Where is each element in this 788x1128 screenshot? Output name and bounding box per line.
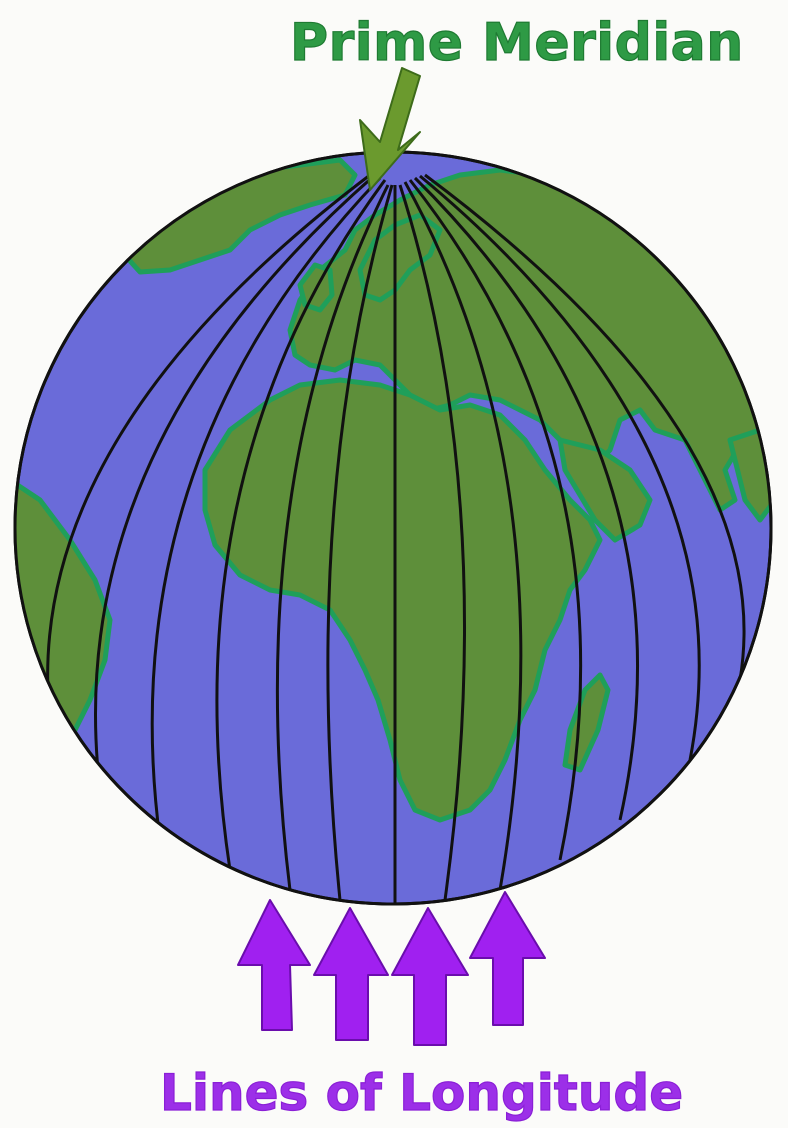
lines-of-longitude-label: Lines of Longitude (160, 1058, 660, 1128)
arrow-up-icon (314, 908, 388, 1040)
arrow-up-icon (470, 892, 545, 1025)
longitude-arrows (238, 892, 545, 1045)
arrow-up-icon (392, 908, 468, 1045)
arrow-up-icon (238, 900, 310, 1030)
